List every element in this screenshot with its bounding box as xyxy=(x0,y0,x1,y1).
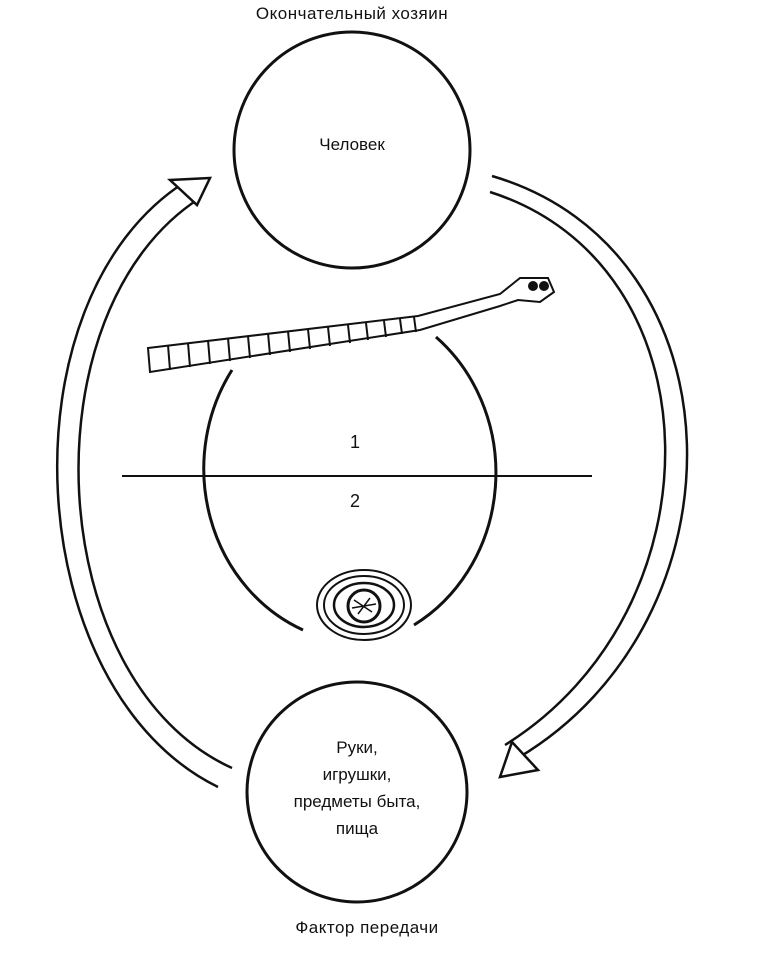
tapeworm-icon xyxy=(146,277,556,374)
factor-line: Руки, xyxy=(336,738,378,757)
transmission-factor-list: Руки, игрушки, предметы быта, пища xyxy=(272,734,442,842)
host-name-label: Человек xyxy=(319,135,385,154)
factor-line: игрушки, xyxy=(322,765,392,784)
transmission-circle xyxy=(245,680,469,904)
definitive-host-label: Окончательный хозяин xyxy=(255,4,449,23)
stage-ring-right-arc xyxy=(413,335,498,627)
stage-ring-left-arc xyxy=(202,369,304,632)
transmission-factor-label: Фактор передачи xyxy=(295,918,439,937)
stage-1-label: 1 xyxy=(349,432,360,452)
cycle-arrow-up xyxy=(56,176,233,789)
factor-line: пища xyxy=(335,819,379,838)
cycle-arrow-down xyxy=(489,174,689,779)
stage-2-label: 2 xyxy=(349,491,360,511)
host-circle xyxy=(232,30,472,270)
factor-line: предметы быта, xyxy=(293,792,421,811)
egg-icon xyxy=(316,569,412,641)
